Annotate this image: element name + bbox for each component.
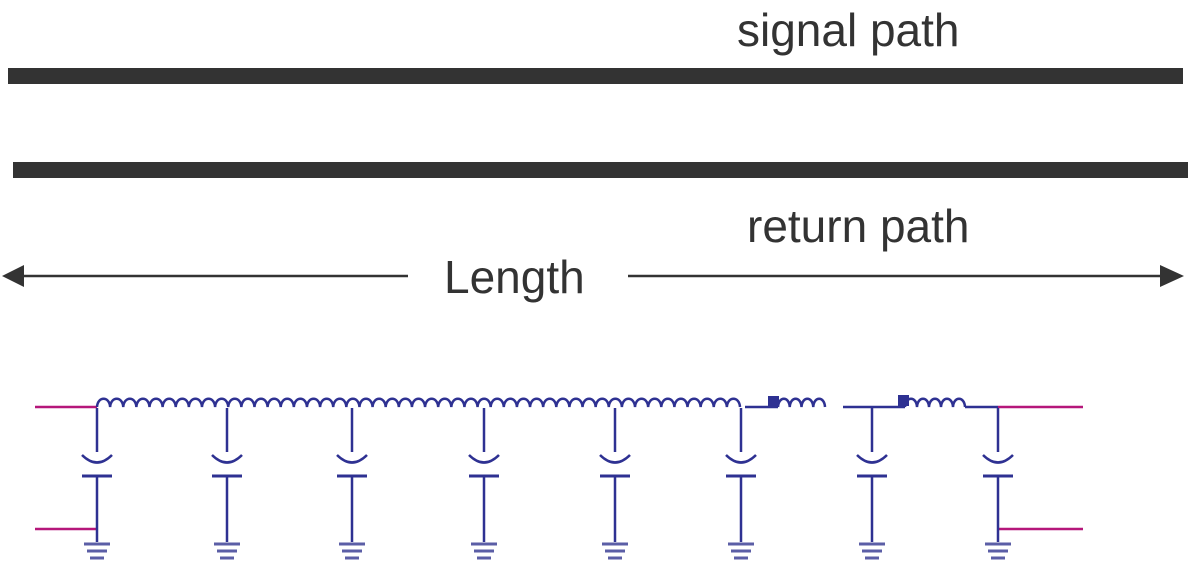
series-inductor-chain: [95, 397, 742, 408]
signal-path-label: signal path: [737, 4, 960, 56]
capacitor-curved-plate-7: [856, 454, 888, 464]
capacitor-curved-plate-2: [211, 454, 243, 464]
return-path-label: return path: [747, 200, 970, 252]
node-marker: [898, 395, 909, 406]
signal-conductor: [8, 68, 1183, 84]
length-arrow: [2, 265, 1184, 287]
node-marker: [768, 396, 779, 407]
series-inductor: [776, 397, 827, 408]
capacitor-curved-plate-3: [336, 454, 368, 464]
capacitor-curved-plate-8: [982, 454, 1014, 464]
series-inductor: [903, 397, 967, 408]
capacitor-curved-plate-4: [468, 454, 500, 464]
return-conductor: [13, 162, 1188, 178]
capacitor-curved-plate-5: [599, 454, 631, 464]
lumped-circuit-model: [35, 395, 1083, 560]
length-arrow-left-head: [2, 265, 24, 287]
capacitor-curved-plate-1: [81, 454, 113, 464]
length-label: Length: [444, 251, 585, 303]
length-arrow-right-head: [1160, 265, 1184, 287]
capacitor-curved-plate-6: [725, 454, 757, 464]
